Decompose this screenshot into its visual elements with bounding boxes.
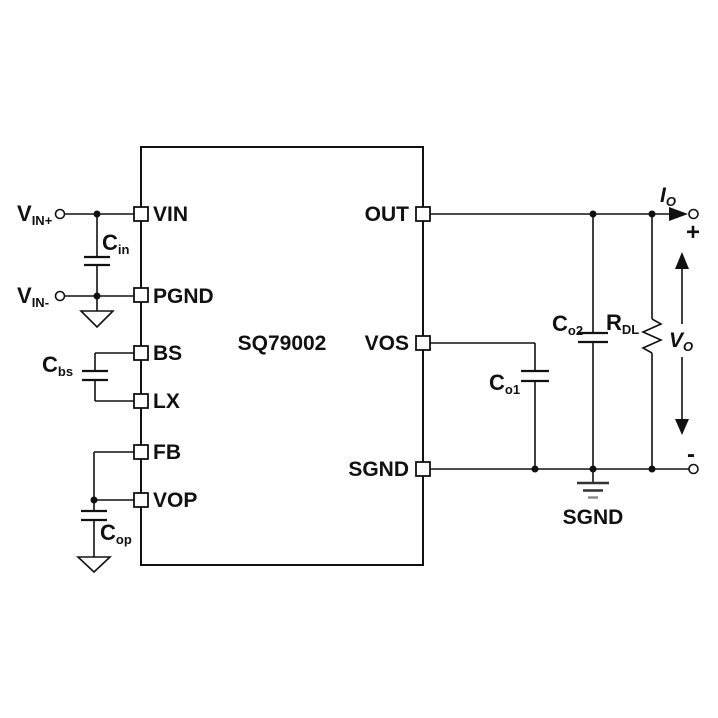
co2-label: Co2	[552, 311, 583, 338]
wire-vin-minus	[54, 290, 134, 302]
pin-label-vop: VOP	[153, 489, 197, 512]
io-label: IO	[660, 184, 676, 209]
capacitor-cop	[81, 500, 107, 557]
capacitor-co2	[578, 214, 608, 469]
vin-plus-label: VIN+	[17, 201, 53, 228]
chassis-ground-input-icon	[79, 296, 115, 329]
vin-minus-label: VIN-	[17, 283, 49, 310]
pin-sgnd	[415, 461, 431, 477]
cin-label: Cin	[102, 230, 130, 257]
wire-fb-vop	[90, 451, 134, 504]
pin-bs	[133, 345, 149, 361]
pin-label-lx: LX	[153, 390, 180, 413]
pin-vos	[415, 335, 431, 351]
chassis-ground-cop-icon	[75, 556, 113, 574]
signal-ground-icon	[577, 469, 609, 499]
pin-vop	[133, 492, 149, 508]
vo-annotation-arrows	[675, 252, 689, 435]
arrow-down-icon	[675, 419, 689, 435]
chip-name-label: SQ79002	[238, 332, 327, 355]
pin-lx	[133, 393, 149, 409]
minus-sign: -	[687, 441, 695, 468]
wire-out-rail	[430, 207, 699, 221]
co1-label: Co1	[489, 370, 520, 397]
capacitor-cbs	[82, 352, 134, 402]
wire-vin-plus	[54, 208, 134, 220]
pin-out	[415, 206, 431, 222]
junction-dot	[648, 465, 656, 473]
terminal-out-minus	[688, 463, 699, 475]
wire-sgnd-rail	[430, 463, 699, 475]
cbs-label: Cbs	[42, 352, 73, 379]
rdl-label: RDL	[606, 310, 639, 337]
terminal-out-plus	[688, 208, 699, 220]
capacitor-co1	[430, 342, 549, 469]
terminal-vin-minus	[54, 290, 66, 302]
cop-label: Cop	[100, 520, 132, 547]
arrow-up-icon	[675, 252, 689, 269]
pin-label-pgnd: PGND	[153, 285, 214, 308]
current-arrow-icon	[669, 207, 688, 221]
pin-label-sgnd: SGND	[348, 458, 409, 481]
pin-vin	[133, 206, 149, 222]
resistor-rdl	[641, 214, 663, 469]
sgnd-ground-label: SGND	[563, 506, 624, 529]
capacitor-cin	[84, 214, 110, 296]
terminal-vin-plus	[54, 208, 66, 220]
plus-sign: +	[686, 219, 700, 246]
pin-label-vin: VIN	[153, 203, 188, 226]
junction-dot	[531, 465, 539, 473]
pin-label-bs: BS	[153, 342, 182, 365]
pin-fb	[133, 444, 149, 460]
pin-label-fb: FB	[153, 441, 181, 464]
vo-label: VO	[669, 329, 693, 354]
pin-label-out: OUT	[365, 203, 410, 226]
chip-body	[140, 146, 424, 566]
pin-pgnd	[133, 287, 149, 303]
pin-label-vos: VOS	[365, 332, 409, 355]
